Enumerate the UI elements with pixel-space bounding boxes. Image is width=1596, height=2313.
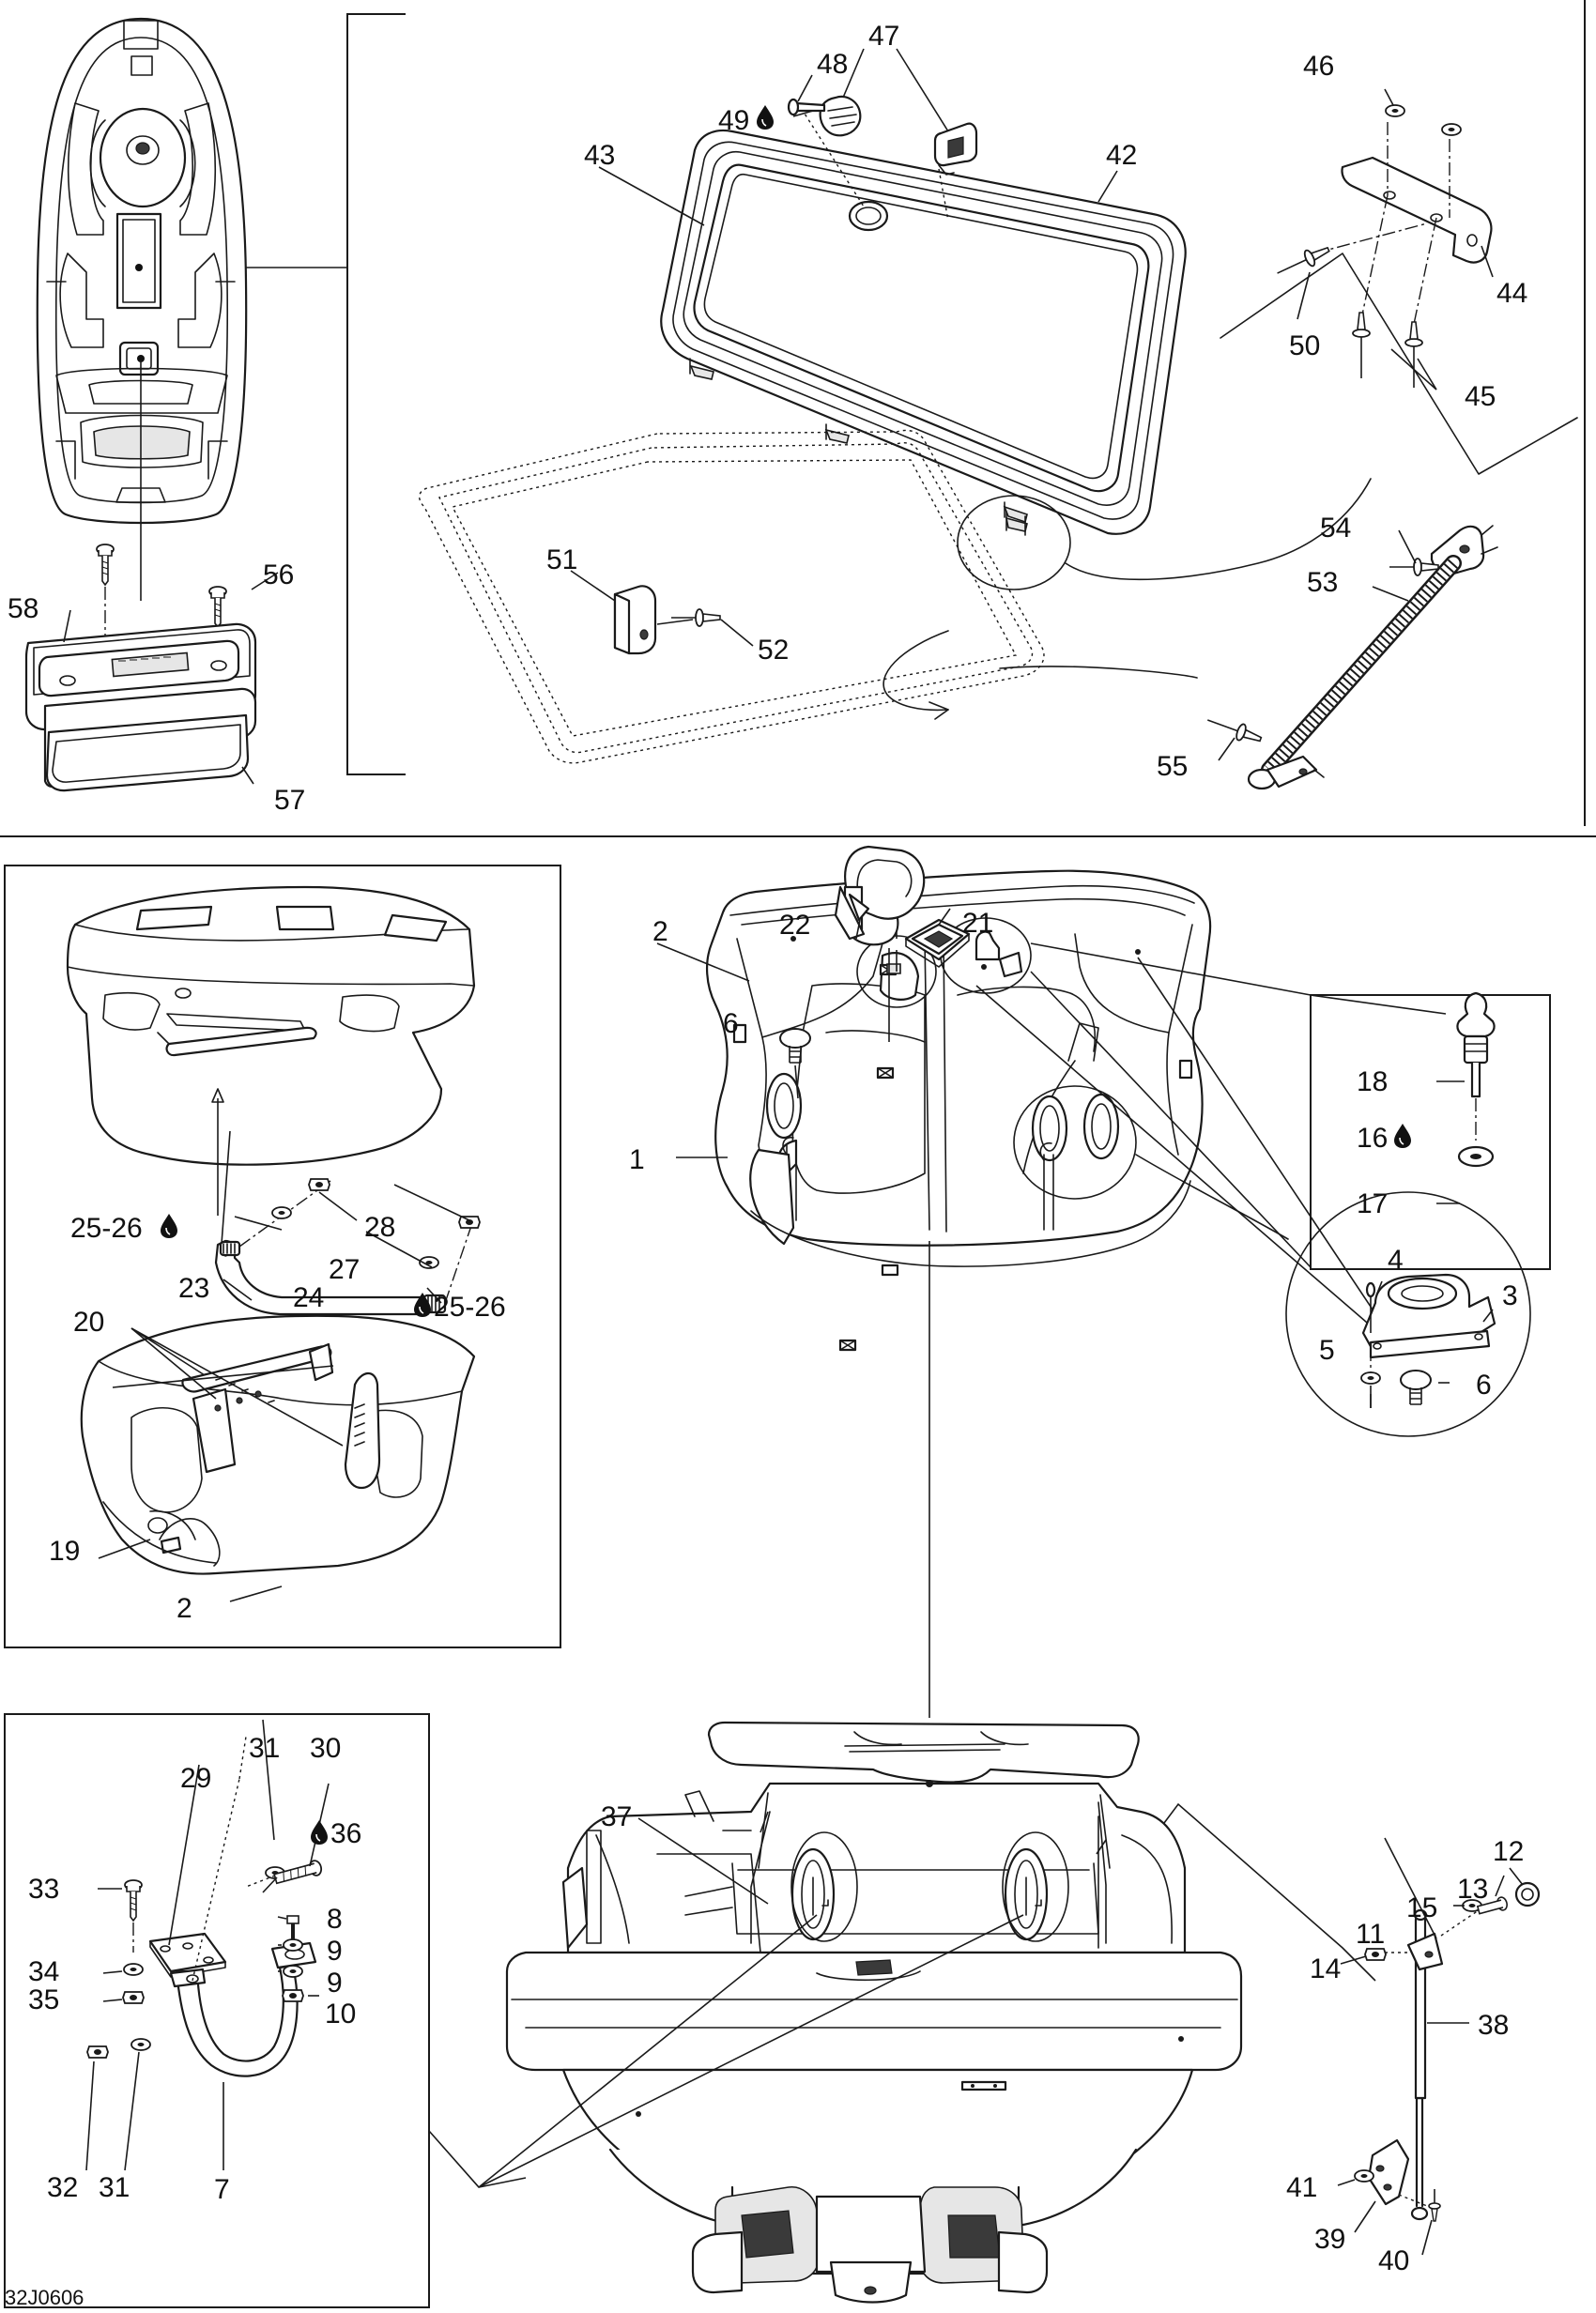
callout-4: 4 [1388, 1245, 1404, 1276]
inset-box-cover-detail [4, 865, 561, 1648]
callout-28: 28 [364, 1212, 395, 1243]
callout-9a: 9 [327, 1936, 343, 1967]
rear-hull [505, 1721, 1243, 2304]
callout-35: 35 [28, 1984, 59, 2015]
callout-27: 27 [329, 1254, 360, 1285]
callout-52: 52 [758, 635, 789, 666]
callout-8: 8 [327, 1904, 343, 1935]
callout-10: 10 [325, 1999, 356, 2030]
latch-pin [1310, 991, 1496, 1168]
scupper-detail [1013, 1085, 1531, 1437]
hinge-bracket [613, 585, 721, 655]
drop-icon [160, 1213, 178, 1239]
leader-6a [794, 1065, 799, 1099]
inset-box-latch-detail [1310, 994, 1551, 1270]
callout-56: 56 [263, 559, 294, 590]
u-bracket-assembly [86, 1736, 323, 2077]
bottom-leaders [428, 1802, 1376, 2188]
callout-50: 50 [1289, 330, 1320, 361]
callout-1: 1 [629, 1144, 645, 1175]
callout-9b: 9 [327, 1968, 343, 1999]
callout-21: 21 [962, 908, 993, 939]
hatch-lid [660, 129, 1187, 535]
callout-32: 32 [47, 2172, 78, 2203]
drop-icon [310, 1819, 329, 1846]
inset-box-bracket-detail [4, 1713, 430, 2308]
callout-48: 48 [817, 49, 848, 80]
tub-lower-outline [749, 1148, 1191, 1267]
drop-icon [756, 104, 775, 130]
callout-46: 46 [1303, 51, 1334, 82]
callout-2a: 2 [652, 916, 668, 947]
callout-23: 23 [178, 1273, 209, 1304]
callout-37: 37 [601, 1801, 632, 1832]
callout-3: 3 [1502, 1280, 1518, 1311]
callout-13: 13 [1457, 1874, 1488, 1905]
callout-19: 19 [49, 1536, 80, 1567]
callout-58: 58 [8, 593, 38, 624]
callout-39: 39 [1314, 2224, 1345, 2255]
callout-31b: 31 [99, 2172, 130, 2203]
callout-31a: 31 [249, 1733, 280, 1764]
callout-12: 12 [1493, 1836, 1524, 1867]
callout-17: 17 [1357, 1188, 1388, 1219]
gas-spring [1207, 525, 1498, 790]
deck-top-view [36, 17, 248, 525]
callout-43: 43 [584, 140, 615, 171]
callout-33: 33 [28, 1874, 59, 1905]
storage-tub [705, 869, 1212, 1352]
callout-36: 36 [330, 1818, 361, 1849]
callout-labels: 56 58 57 43 42 47 48 49 46 44 50 45 51 5… [5, 21, 1527, 2309]
callout-6b: 6 [1476, 1370, 1492, 1401]
callout-40: 40 [1378, 2245, 1409, 2276]
callout-45: 45 [1465, 381, 1496, 412]
callout-2b: 2 [176, 1593, 192, 1624]
hatch-cover-assembly [24, 544, 257, 792]
callout-6a: 6 [723, 1008, 739, 1039]
callout-49: 49 [718, 105, 749, 136]
callout-15: 15 [1406, 1892, 1437, 1923]
callout-11: 11 [1356, 1919, 1385, 1950]
callout-47: 47 [868, 21, 899, 52]
callout-22: 22 [779, 910, 810, 941]
callout-51: 51 [546, 544, 577, 575]
callout-14: 14 [1310, 1953, 1341, 1984]
callout-57: 57 [274, 785, 305, 816]
callout-leaders [63, 48, 1524, 2256]
callout-29: 29 [180, 1763, 211, 1794]
cable-tie-mount [834, 845, 971, 1042]
callout-54: 54 [1320, 513, 1351, 544]
plug-fastener-6b [1400, 1370, 1432, 1405]
lower-hull-inset [80, 1314, 476, 1575]
front-cover [66, 885, 476, 1216]
callout-7: 7 [214, 2174, 230, 2205]
section-divider [0, 0, 1596, 837]
callout-53: 53 [1307, 567, 1338, 598]
drawing-code: 32J0606 [5, 2286, 84, 2309]
callout-18: 18 [1357, 1066, 1388, 1097]
drop-icon [1393, 1123, 1412, 1149]
callout-34: 34 [28, 1956, 59, 1987]
callout-25-26-a: 25-26 [70, 1213, 143, 1244]
lid-strut [1354, 1881, 1541, 2222]
hinge-plate [1220, 104, 1578, 475]
grab-handle [214, 1178, 481, 1316]
callout-16: 16 [1357, 1123, 1388, 1154]
callout-55: 55 [1157, 751, 1188, 782]
callout-30: 30 [310, 1733, 341, 1764]
callout-25-26-b: 25-26 [434, 1292, 506, 1323]
hatch-latch [787, 95, 978, 222]
callout-41: 41 [1286, 2172, 1317, 2203]
hatch-opening-outline [419, 429, 1198, 764]
callout-38: 38 [1478, 2010, 1509, 2041]
callout-44: 44 [1496, 278, 1527, 309]
detail-circle-hinge [957, 478, 1372, 590]
callout-5: 5 [1319, 1335, 1335, 1366]
callout-42: 42 [1106, 140, 1137, 171]
callout-24: 24 [293, 1282, 324, 1313]
callout-20: 20 [73, 1307, 104, 1338]
